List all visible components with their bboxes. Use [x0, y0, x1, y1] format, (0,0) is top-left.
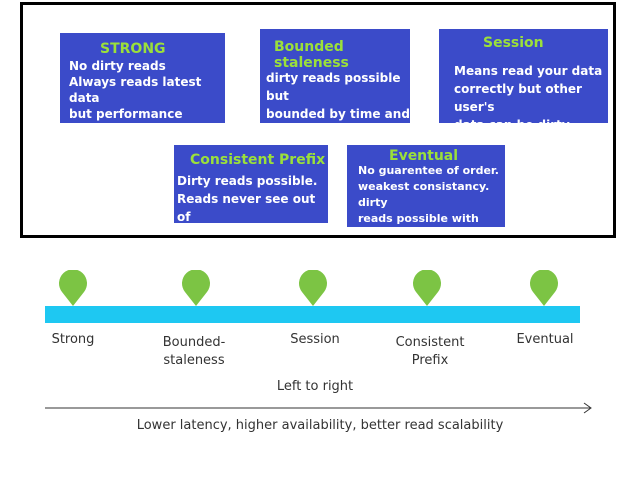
scale-caption: Lower latency, higher availability, bett…: [136, 418, 504, 433]
card-strong-title: STRONG: [100, 41, 166, 57]
location-pin-icon: [530, 270, 558, 306]
card-consistent-prefix-title: Consistent Prefix: [190, 152, 326, 168]
card-strong: STRONG No dirty reads Always reads lates…: [60, 33, 225, 123]
card-session: Session Means read your data correctly b…: [439, 29, 608, 123]
consistency-levels-panel: STRONG No dirty reads Always reads lates…: [20, 2, 616, 238]
stop-label-strong: Strong: [51, 332, 95, 347]
location-pin-icon: [59, 270, 87, 306]
card-bounded-staleness: Bounded staleness dirty reads possible b…: [260, 29, 410, 123]
card-session-title: Session: [483, 35, 544, 51]
card-eventual-body: No guarentee of order. weakest consistan…: [358, 164, 499, 225]
stop-label-bounded-staleness: Bounded- staleness: [162, 335, 226, 368]
card-eventual: Eventual No guarentee of order. weakest …: [347, 145, 505, 227]
card-session-body: Means read your data correctly but other…: [454, 64, 603, 123]
card-bounded-staleness-body: dirty reads possible but bounded by time…: [266, 71, 410, 121]
card-consistent-prefix-body: Dirty reads possible. Reads never see ou…: [177, 174, 318, 223]
card-bounded-staleness-title: Bounded staleness: [274, 39, 349, 71]
consistency-scale-track: [45, 306, 580, 323]
location-pin-icon: [182, 270, 210, 306]
card-consistent-prefix: Consistent Prefix Dirty reads possible. …: [174, 145, 328, 223]
stop-label-consistent-prefix: Consistent Prefix: [395, 335, 465, 368]
location-pin-icon: [413, 270, 441, 306]
card-eventual-title: Eventual: [389, 148, 459, 164]
stop-label-eventual: Eventual: [516, 332, 574, 347]
location-pin-icon: [299, 270, 327, 306]
card-strong-body: No dirty reads Always reads latest data …: [69, 59, 202, 121]
stop-label-session: Session: [290, 332, 340, 347]
right-arrow-icon: [45, 402, 592, 414]
direction-label: Left to right: [276, 379, 354, 394]
